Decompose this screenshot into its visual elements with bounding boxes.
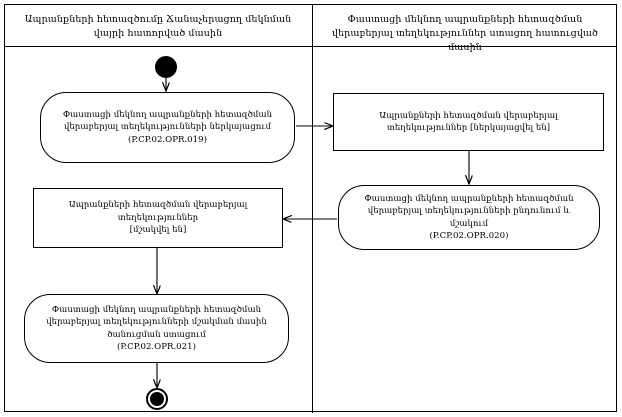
initial-node: [155, 56, 177, 78]
activity-node-opr-020[interactable]: Փաստացի մեկնող ապրանքների հետազծման վերա…: [338, 185, 600, 250]
activity-node-opr-020-text: Փաստացի մեկնող ապրանքների հետազծման վերա…: [364, 193, 574, 241]
lane-right-header-rule: [313, 46, 617, 47]
lane-right-title: Փաստացի մեկնող ապրանքների հետազծման վերա…: [332, 14, 598, 53]
object-node-information-presented-text: Ապրանքների հետազծման վերաբերյալ տեղեկութ…: [379, 110, 558, 133]
activity-node-opr-021-text: Փաստացի մեկնող ապրանքների հետազծման վերա…: [46, 304, 267, 352]
lane-left-header-rule: [4, 46, 313, 47]
final-node: [146, 388, 168, 410]
object-node-information-processed-text: Ապրանքների հետազծման վերաբերյալ տեղեկութ…: [68, 200, 248, 236]
swimlane-divider: [312, 4, 313, 413]
diagram-outer-frame: [4, 4, 617, 412]
lane-left-title: Ապրանքների հետազծումը Ճանաչերացող մեկնմա…: [24, 14, 292, 39]
activity-node-opr-019-text: Փաստացի մեկնող ապրանքների հետազծման վերա…: [62, 109, 273, 145]
activity-node-opr-019[interactable]: Փաստացի մեկնող ապրանքների հետազծման վերա…: [40, 92, 295, 163]
object-node-information-processed[interactable]: Ապրանքների հետազծման վերաբերյալ տեղեկութ…: [33, 188, 283, 248]
object-node-information-presented[interactable]: Ապրանքների հետազծման վերաբերյալ տեղեկութ…: [333, 93, 604, 151]
activity-node-opr-021[interactable]: Փաստացի մեկնող ապրանքների հետազծման վերա…: [24, 294, 289, 363]
